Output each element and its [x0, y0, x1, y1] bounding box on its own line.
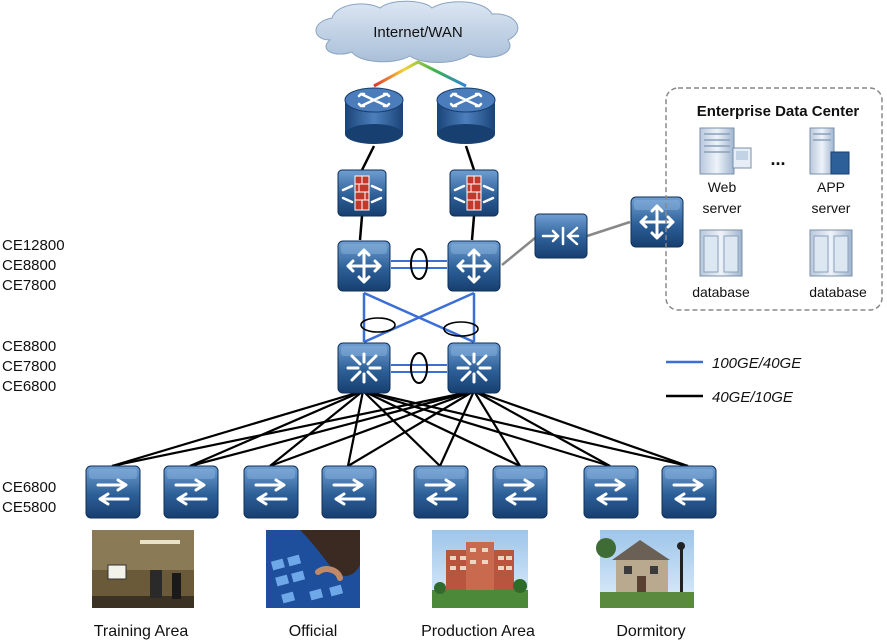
access-tier-label-2: CE5800	[2, 499, 56, 516]
core-agg-oval-left	[360, 317, 396, 333]
dc-switch	[629, 195, 685, 249]
core-stack-link	[391, 260, 447, 269]
access-switch-7	[582, 464, 640, 520]
app-server-label-line2: server	[812, 200, 851, 216]
data-center-boundary	[665, 87, 883, 311]
database-label-2: database	[809, 284, 867, 300]
web-server-label-line2: server	[703, 200, 742, 216]
app-server-icon	[809, 127, 850, 175]
dormitory-photo	[596, 530, 694, 608]
training-area-photo	[92, 530, 194, 608]
agg-access-links	[111, 389, 689, 468]
data-center-title: Enterprise Data Center	[697, 103, 860, 120]
access-switch-4	[320, 464, 378, 520]
internet-cloud	[315, 0, 519, 63]
agg-tier-label-3: CE6800	[2, 378, 56, 395]
access-switch-6	[491, 464, 549, 520]
legend-label-100ge: 100GE/40GE	[712, 355, 802, 372]
database-icon-1	[699, 229, 743, 277]
agg-switch-right	[446, 341, 502, 395]
access-switch-8	[660, 464, 718, 520]
access-switch-5	[412, 464, 470, 520]
uplink-lines	[358, 145, 476, 241]
web-server-label-line1: Web	[708, 179, 737, 195]
access-switch-1	[84, 464, 142, 520]
area-label-official: Official	[289, 623, 338, 640]
production-area-photo	[432, 530, 528, 608]
access-switch-2	[162, 464, 220, 520]
core-agg-oval-right	[443, 321, 479, 337]
agg-lag-oval	[410, 352, 428, 384]
access-switch-3	[242, 464, 300, 520]
area-label-production: Production Area	[421, 623, 535, 640]
agg-tier-label-1: CE8800	[2, 338, 56, 355]
cloud-label: Internet/WAN	[373, 24, 462, 41]
agg-switch-left	[336, 341, 392, 395]
core-tier-label-1: CE12800	[2, 237, 65, 254]
core-tier-label-3: CE7800	[2, 277, 56, 294]
official-photo	[266, 530, 360, 608]
firewall-left	[336, 168, 388, 218]
dc-ellipsis: ...	[770, 149, 785, 169]
dc-link	[501, 220, 631, 266]
wan-uplinks	[373, 60, 467, 88]
router-left	[343, 86, 405, 146]
core-switch-right	[446, 239, 502, 293]
agg-stack-link	[391, 364, 447, 373]
database-icon-2	[809, 229, 853, 277]
access-tier-label-1: CE6800	[2, 479, 56, 496]
core-switch-left	[336, 239, 392, 293]
area-label-training: Training Area	[94, 623, 189, 640]
web-server-icon	[699, 127, 752, 175]
load-balancer-device	[534, 213, 588, 259]
legend-label-40ge: 40GE/10GE	[712, 389, 794, 406]
database-label-1: database	[692, 284, 750, 300]
core-tier-label-2: CE8800	[2, 257, 56, 274]
agg-tier-label-2: CE7800	[2, 358, 56, 375]
core-lag-oval	[410, 248, 428, 280]
area-label-dormitory: Dormitory	[616, 623, 685, 640]
firewall-right	[448, 168, 500, 218]
app-server-label-line1: APP	[817, 179, 845, 195]
router-right	[435, 86, 497, 146]
